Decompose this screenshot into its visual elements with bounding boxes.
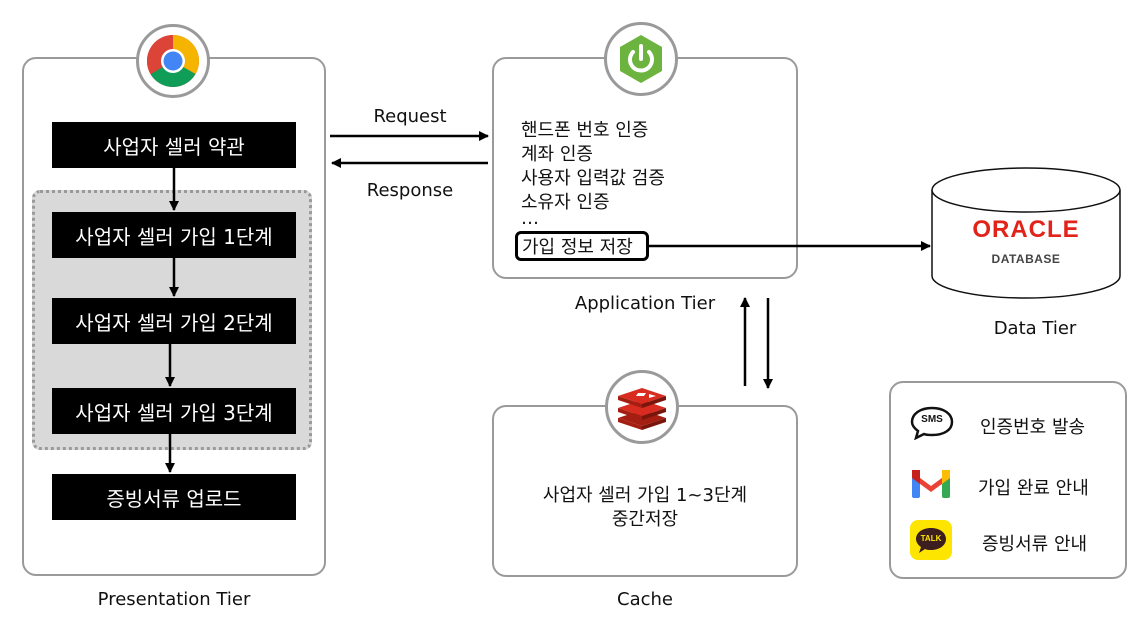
step-signup-1[interactable]: 사업자 셀러 가입 1단계	[52, 212, 296, 258]
redis-logo-circle	[605, 370, 679, 444]
cache-label: Cache	[617, 589, 673, 610]
oracle-database-text: DATABASE	[991, 252, 1061, 266]
chrome-icon	[147, 35, 199, 87]
app-item-owner-auth: 소유자 인증	[521, 192, 610, 213]
spring-logo-circle	[604, 22, 678, 96]
legend-gmail-label: 가입 완료 안내	[978, 478, 1089, 499]
save-signup-info: 가입 정보 저장	[515, 231, 649, 261]
sms-icon-text: SMS	[921, 414, 943, 425]
application-tier-label: Application Tier	[574, 293, 716, 314]
chrome-logo-circle	[136, 24, 210, 98]
legend-kakao-label: 증빙서류 안내	[982, 534, 1088, 555]
kakaotalk-icon: TALK	[910, 520, 952, 560]
response-label: Response	[366, 180, 454, 201]
oracle-logo-text: ORACLE	[972, 216, 1080, 243]
cache-description: 사업자 셀러 가입 1~3단계 중간저장	[515, 484, 775, 532]
data-tier-label: Data Tier	[993, 318, 1077, 339]
kakaotalk-icon-text: TALK	[920, 534, 942, 543]
step-document-upload[interactable]: 증빙서류 업로드	[52, 474, 296, 520]
presentation-tier-label: Presentation Tier	[97, 589, 251, 610]
step-terms[interactable]: 사업자 셀러 약관	[52, 122, 296, 168]
oracle-logo: ORACLE DATABASE	[960, 216, 1092, 267]
legend-sms-label: 인증번호 발송	[980, 417, 1086, 438]
step-signup-3[interactable]: 사업자 셀러 가입 3단계	[52, 388, 296, 434]
gmail-icon	[912, 470, 950, 498]
cache-line-1: 사업자 셀러 가입 1~3단계	[542, 485, 748, 506]
app-item-account-auth: 계좌 인증	[521, 144, 593, 165]
sms-icon: SMS	[910, 406, 954, 441]
request-label: Request	[373, 106, 447, 127]
app-item-input-validation: 사용자 입력값 검증	[521, 168, 665, 189]
app-item-phone-auth: 핸드폰 번호 인증	[521, 120, 649, 141]
step-signup-2[interactable]: 사업자 셀러 가입 2단계	[52, 298, 296, 344]
cache-line-2: 중간저장	[611, 509, 679, 530]
spring-power-icon	[620, 35, 662, 83]
redis-icon	[618, 388, 666, 430]
app-item-ellipsis: …	[521, 208, 539, 229]
